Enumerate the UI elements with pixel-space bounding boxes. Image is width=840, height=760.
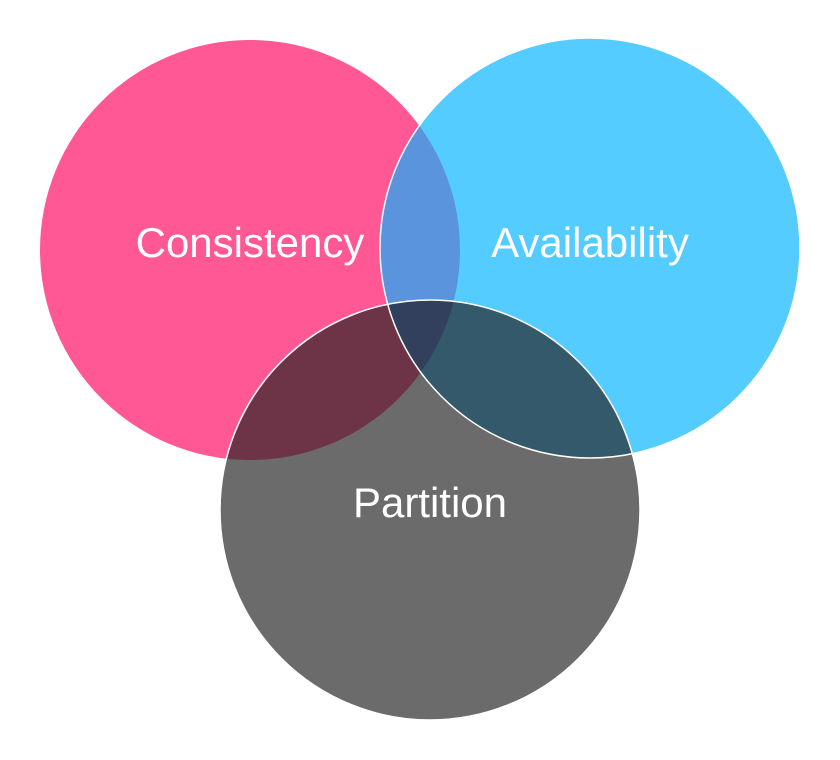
availability-outline xyxy=(379,37,801,459)
partition-label: Partition xyxy=(353,479,507,526)
availability-partition-overlap xyxy=(380,300,640,458)
consistency-label: Consistency xyxy=(136,219,365,266)
consistency-partition-overlap xyxy=(220,300,460,460)
availability-label: Availability xyxy=(491,219,689,266)
partition-outline xyxy=(219,299,641,721)
